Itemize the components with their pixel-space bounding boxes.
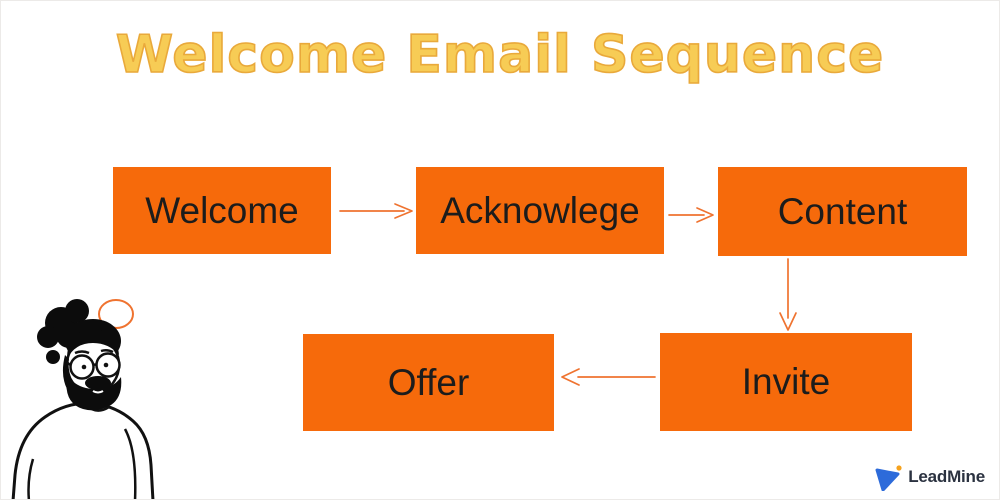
flow-node-content: Content (718, 167, 967, 256)
flow-node-invite-label: Invite (741, 361, 831, 402)
person-body (11, 401, 155, 499)
flow-node-welcome: Welcome (113, 167, 331, 254)
leadmine-brand-text: LeadMine (908, 467, 985, 486)
arrow-acknowlege-to-content (668, 207, 714, 223)
leadmine-brand: LeadMine (874, 463, 985, 491)
arrow-invite-to-offer (561, 368, 656, 386)
flow-node-welcome-label: Welcome (145, 189, 299, 231)
arrow-content-to-invite (779, 258, 797, 331)
leadmine-logo-icon (875, 465, 902, 491)
page-title: Welcome Email Sequence (115, 24, 885, 86)
arrow-welcome-to-acknowlege (339, 203, 413, 219)
thinking-person-illustration (11, 299, 155, 499)
flow-node-offer: Offer (303, 334, 554, 431)
flow-node-content-label: Content (777, 190, 908, 232)
flow-node-invite: Invite (660, 333, 912, 431)
flow-node-offer-label: Offer (387, 361, 470, 403)
flow-node-acknowlege-label: Acknowlege (440, 189, 640, 231)
person-head (37, 299, 122, 411)
flow-node-acknowlege: Acknowlege (416, 167, 664, 254)
